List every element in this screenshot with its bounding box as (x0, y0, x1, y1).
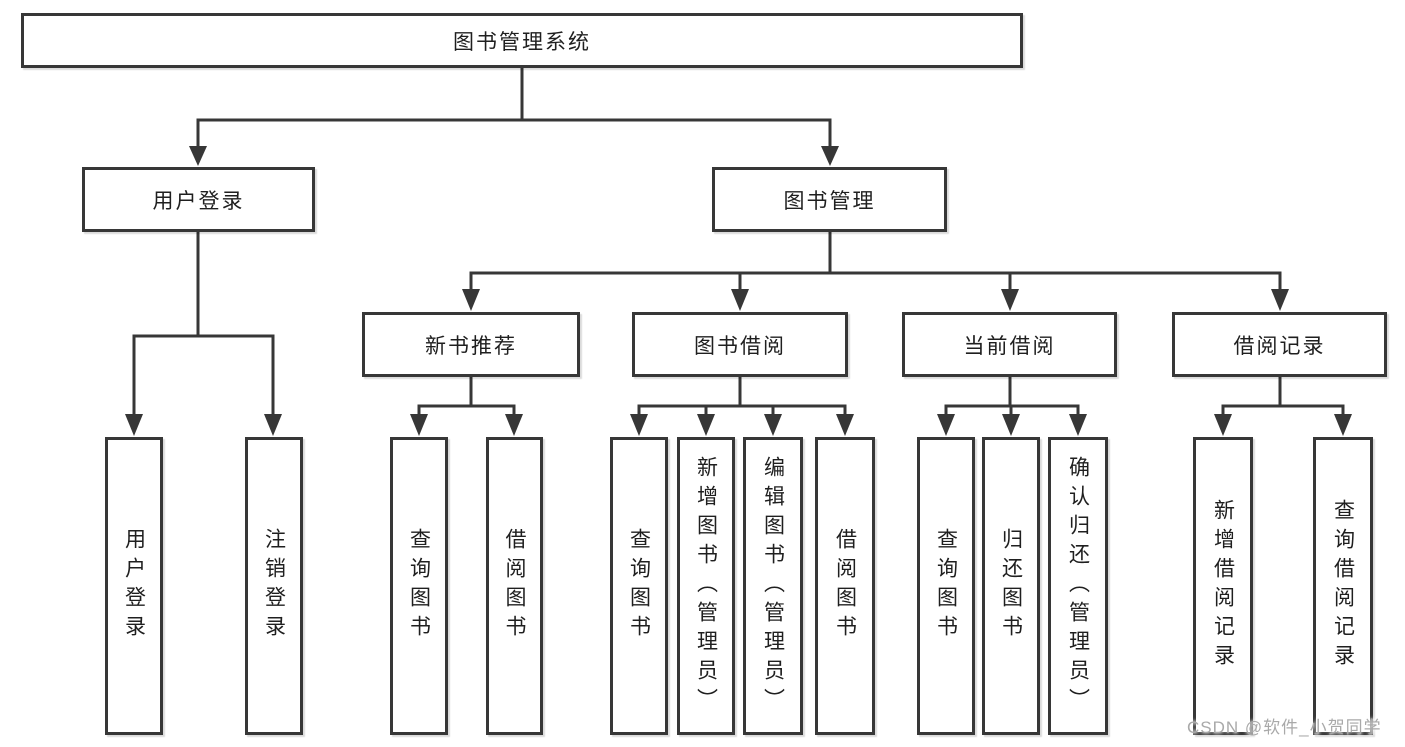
node-new-book-recommend: 新书推荐 (362, 312, 580, 377)
leaf-user-login: 用户登录 (105, 437, 163, 735)
leaf-query-books-recommend: 查询图书 (390, 437, 448, 735)
arrowhead (821, 146, 839, 166)
arrowhead (1334, 414, 1352, 436)
node-borrow-records: 借阅记录 (1172, 312, 1387, 377)
arrowheads (125, 146, 1352, 436)
leaf-edit-book-admin: 编辑图书（管理员） (743, 437, 803, 735)
arrowhead (1002, 414, 1020, 436)
leaf-add-borrow-record: 新增借阅记录 (1193, 437, 1253, 735)
leaf-return-book: 归还图书 (982, 437, 1040, 735)
arrowhead (1001, 289, 1019, 311)
arrowhead (1214, 414, 1232, 436)
arrowhead (264, 414, 282, 436)
arrowhead (1069, 414, 1087, 436)
arrowhead (462, 289, 480, 311)
leaf-confirm-return-admin: 确认归还（管理员） (1048, 437, 1108, 735)
connector-book-management-to-level3 (469, 230, 1282, 294)
node-book-borrow: 图书借阅 (632, 312, 848, 377)
arrowhead (630, 414, 648, 436)
csdn-watermark: CSDN @软件_小贺同学 (1187, 718, 1382, 737)
leaf-borrow-books-recommend: 借阅图书 (486, 437, 543, 735)
leaf-logout: 注销登录 (245, 437, 303, 735)
arrowhead (836, 414, 854, 436)
leaf-borrow-books: 借阅图书 (815, 437, 875, 735)
connector-new-book-recommend-to-leaves (417, 375, 516, 420)
connector-book-borrow-to-leaves (637, 375, 847, 420)
arrowhead (697, 414, 715, 436)
arrowhead (764, 414, 782, 436)
arrowhead (1271, 289, 1289, 311)
node-book-management: 图书管理 (712, 167, 947, 232)
connector-current-borrow-to-leaves (944, 375, 1080, 420)
arrowhead (731, 289, 749, 311)
leaf-query-borrow-record: 查询借阅记录 (1313, 437, 1373, 735)
connector-borrow-records-to-leaves (1221, 375, 1345, 420)
connector-user-login-to-leaves (132, 230, 275, 420)
leaf-add-book-admin: 新增图书（管理员） (677, 437, 735, 735)
arrowhead (410, 414, 428, 436)
leaf-query-books-current: 查询图书 (917, 437, 975, 735)
arrowhead (937, 414, 955, 436)
node-current-borrow: 当前借阅 (902, 312, 1117, 377)
arrowhead (505, 414, 523, 436)
leaf-query-books-borrow: 查询图书 (610, 437, 668, 735)
arrowhead (125, 414, 143, 436)
arrowhead (189, 146, 207, 166)
connector-root-to-level2 (196, 66, 832, 152)
node-root-library-system: 图书管理系统 (21, 13, 1023, 68)
node-user-login: 用户登录 (82, 167, 315, 232)
